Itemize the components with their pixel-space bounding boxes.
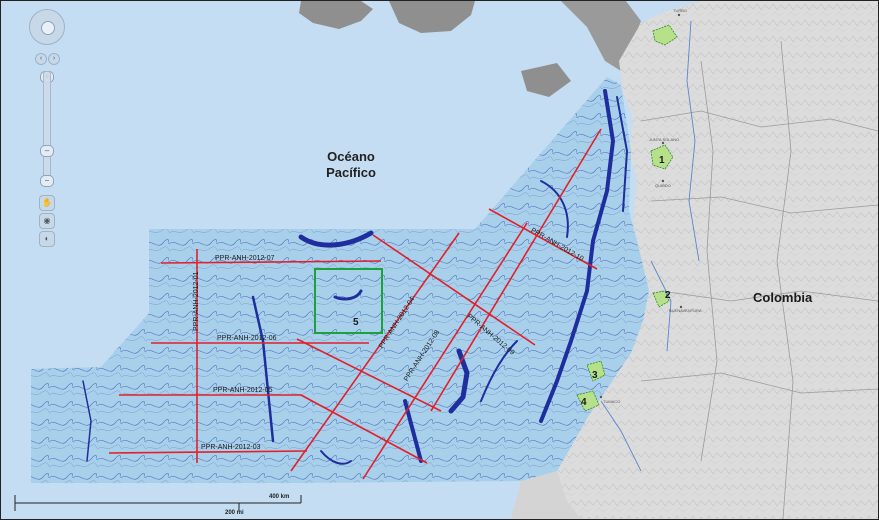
scale-bar: 400 km 200 mi [13,491,303,519]
survey-line-diag-c[interactable] [300,394,428,464]
line-label-06: PPR-ANH-2012-06 [217,335,277,342]
measure-icon[interactable]: ◐ [39,231,55,247]
marker-4[interactable]: 4 [581,397,587,408]
line-label-03: PPR-ANH-2012-03 [201,444,261,451]
survey-line-diag-b[interactable] [296,338,442,412]
neighbor-land [299,1,373,29]
line-label-07: PPR-ANH-2012-07 [215,255,275,262]
marker-5[interactable]: 5 [353,317,359,328]
pan-control-icon[interactable] [29,9,65,45]
zoom-slider-handle[interactable]: – [40,145,54,157]
city-label: TUMACO [603,399,621,404]
neighbor-land [521,63,571,97]
survey-line-03[interactable] [108,450,308,454]
line-label-01: PPR-ANH-2012-01 [193,271,200,331]
hand-tool-icon[interactable]: ✋ [39,195,55,211]
city-label: JUNTA SOLANO [649,137,680,142]
scale-km-label: 400 km [269,494,290,500]
line-label-05: PPR-ANH-2012-05 [213,387,273,394]
marker-1[interactable]: 1 [659,155,665,166]
land-relief [557,1,878,519]
ocean-label-line1: Océano [327,149,375,164]
neighbor-land [561,1,641,71]
neighbor-land [389,1,475,33]
survey-line-04[interactable] [290,232,460,472]
marker-2[interactable]: 2 [665,290,671,301]
globe-icon[interactable]: ◉ [39,213,55,229]
bathymetry-contours [31,77,649,483]
marked-areas[interactable] [576,24,678,412]
city-label: BUENAVENTURA [669,308,702,313]
country-label: Colombia [753,290,813,305]
highlight-box-5[interactable] [314,268,383,334]
pan-center-icon[interactable] [41,21,55,35]
zoom-out-icon[interactable]: − [40,175,54,187]
marker-3[interactable]: 3 [592,370,598,381]
rotate-right-icon[interactable]: › [48,53,60,65]
rivers [600,20,700,472]
survey-line-09[interactable] [430,128,602,412]
zoom-slider[interactable] [43,71,51,185]
scale-bar-graphic [14,495,302,511]
survey-line-diag-a[interactable] [372,234,536,346]
scale-mi-label: 200 mi [225,510,244,516]
city-label: TURBO [673,8,687,13]
survey-line-08[interactable] [362,222,528,480]
city-dots [599,13,683,399]
city-label: QUIBDO [655,183,671,188]
ocean-label: Océano Pacífico [301,149,401,181]
survey-line-10[interactable] [488,208,598,270]
department-borders [640,40,878,519]
rotate-left-icon[interactable]: ‹ [35,53,47,65]
survey-lines [108,128,602,480]
land-south [511,471,581,519]
ocean-label-line2: Pacífico [326,165,376,180]
